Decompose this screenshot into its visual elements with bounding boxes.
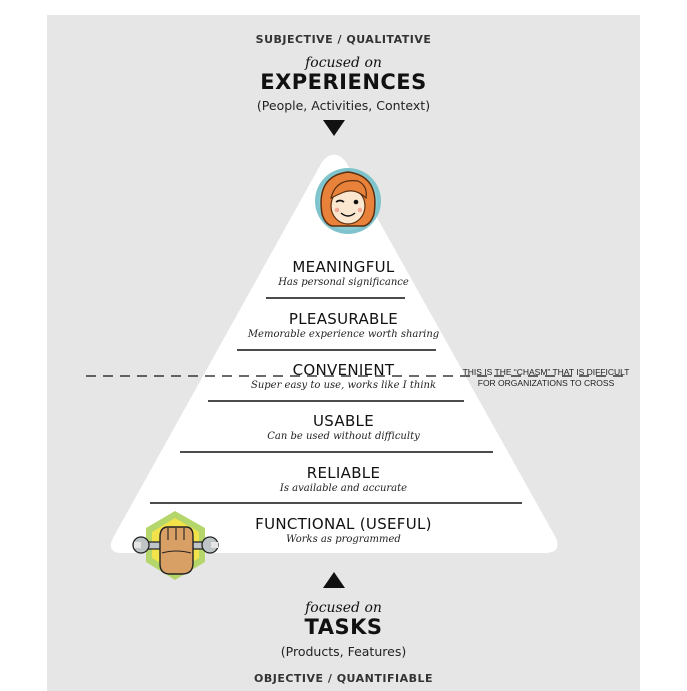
- level-usable-subtitle: Can be used without difficulty: [267, 431, 420, 442]
- bottom-details: (Products, Features): [280, 644, 407, 659]
- level-meaningful-title: MEANINGFUL: [292, 258, 395, 276]
- level-pleasurable-title: PLEASURABLE: [288, 310, 399, 328]
- level-usable-title: USABLE: [313, 412, 374, 430]
- fist-holding-wrench-icon: [132, 511, 219, 580]
- chasm-note-line2: FOR ORGANIZATIONS TO CROSS: [477, 378, 615, 388]
- level-reliable-title: RELIABLE: [306, 464, 381, 482]
- level-functional-subtitle: Works as programmed: [286, 534, 401, 545]
- top-heading: EXPERIENCES: [260, 70, 427, 94]
- bottom-heading: TASKS: [304, 615, 383, 639]
- level-meaningful-subtitle: Has personal significance: [278, 277, 409, 288]
- level-convenient-subtitle: Super easy to use, works like I think: [250, 380, 437, 391]
- smiling-girl-face-icon: [315, 168, 381, 234]
- level-reliable-subtitle: Is available and accurate: [279, 483, 408, 494]
- chasm-note-line1: THIS IS THE “CHASM” THAT IS DIFFICULT: [462, 367, 630, 377]
- top-axis-label: SUBJECTIVE / QUALITATIVE: [255, 33, 432, 46]
- up-arrow-icon: [323, 572, 345, 588]
- level-convenient-title: CONVENIENT: [292, 361, 395, 379]
- top-details: (People, Activities, Context): [256, 98, 431, 113]
- top-focused-on: focused on: [305, 55, 382, 71]
- bottom-axis-label: OBJECTIVE / QUANTIFIABLE: [253, 672, 433, 685]
- pyramid-shape: [110, 154, 558, 553]
- chasm-note: THIS IS THE “CHASM” THAT IS DIFFICULT FO…: [462, 367, 630, 389]
- bottom-focused-on: focused on: [305, 600, 382, 616]
- level-functional-title: FUNCTIONAL (USEFUL): [255, 515, 432, 533]
- level-pleasurable-subtitle: Memorable experience worth sharing: [247, 329, 440, 340]
- down-arrow-icon: [323, 120, 345, 136]
